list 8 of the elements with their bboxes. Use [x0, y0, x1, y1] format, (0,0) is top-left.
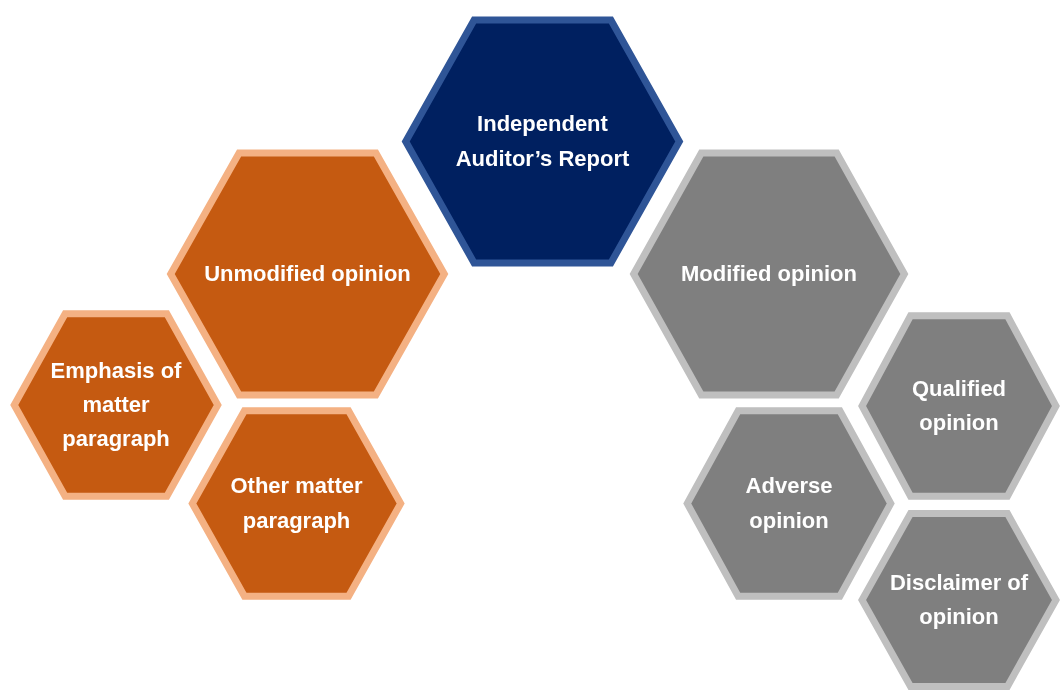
hexagon-label: Disclaimer of opinion [888, 568, 1030, 631]
hexagon-label: Independent Auditor’s Report [454, 110, 631, 173]
hexagon-label: Qualified opinion [910, 374, 1008, 437]
hexagon-label: Modified opinion [681, 259, 857, 288]
hexagon-label: Emphasis of matter paragraph [49, 356, 183, 454]
hexagon-label: Other matter paragraph [229, 472, 364, 535]
hexagon-label: Adverse opinion [744, 472, 834, 535]
hexagon-label: Unmodified opinion [204, 259, 411, 288]
